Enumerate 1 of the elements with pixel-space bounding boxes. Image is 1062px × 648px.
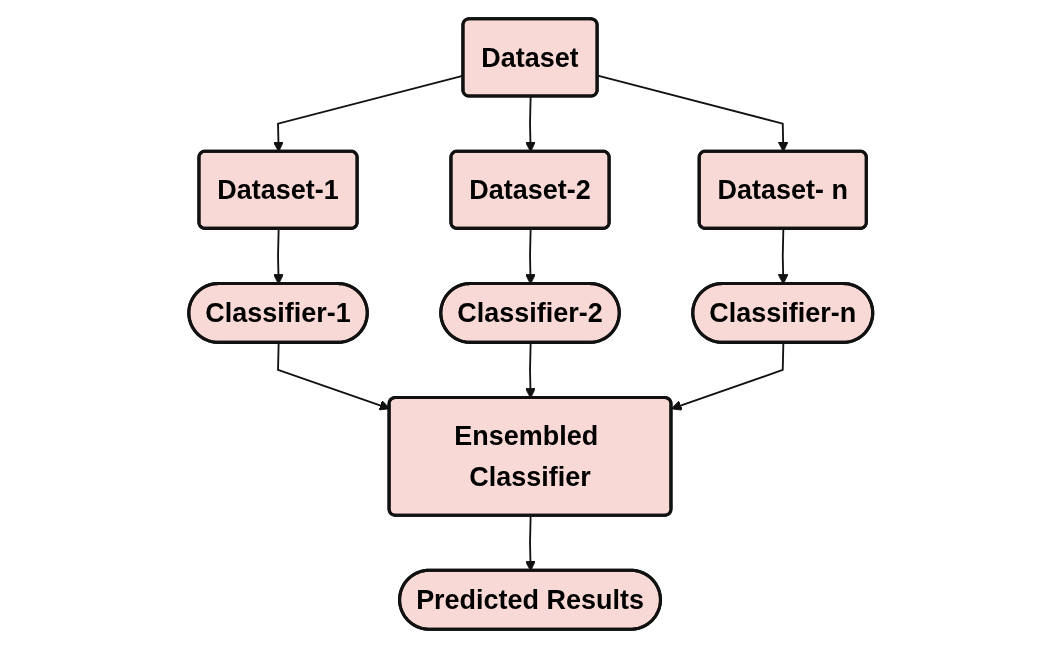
arrow	[671, 342, 785, 411]
